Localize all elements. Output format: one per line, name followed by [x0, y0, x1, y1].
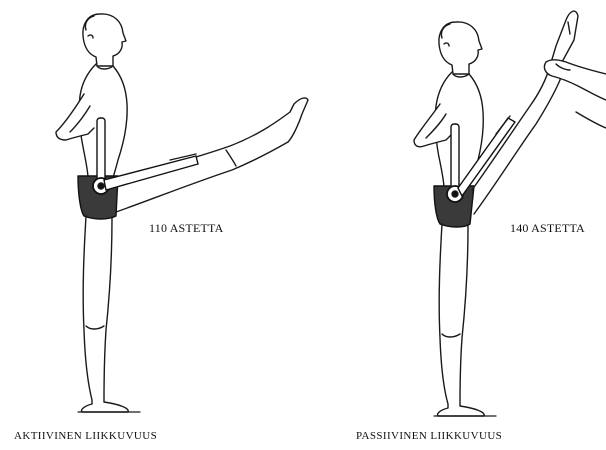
left-angle-label: 110 ASTETTA — [149, 221, 223, 236]
left-caption: AKTIIVINEN LIIKKUVUUS — [14, 430, 157, 442]
right-caption: PASSIIVINEN LIIKKUVUUS — [356, 430, 502, 442]
left-standing-figure — [56, 14, 308, 412]
right-angle-label: 140 ASTETTA — [510, 221, 585, 236]
right-standing-figure — [414, 11, 606, 416]
